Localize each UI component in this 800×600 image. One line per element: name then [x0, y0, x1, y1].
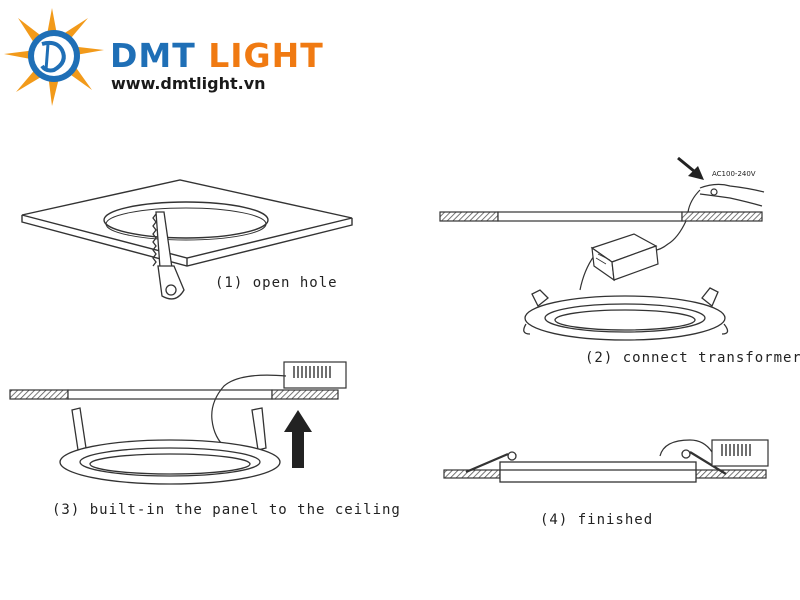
step2-panel-light — [523, 287, 729, 341]
step3-ceiling — [9, 389, 339, 400]
sun-logo-icon — [4, 8, 104, 106]
step1-saw-icon — [152, 211, 185, 300]
step3-panel-light — [59, 407, 281, 485]
step2-arrow-icon — [677, 156, 704, 180]
step2-caption: (2) connect transformer — [585, 350, 800, 366]
step3-caption: (3) built-in the panel to the ceiling — [52, 502, 401, 518]
step2-ceiling — [439, 211, 763, 222]
step3-up-arrow-icon — [284, 410, 312, 468]
brand-name-part1: DMT — [110, 36, 196, 75]
brand-url: www.dmtlight.vn — [111, 74, 266, 93]
brand-name: DMT LIGHT — [110, 36, 324, 75]
step1-ceiling-board — [21, 179, 353, 267]
step2-transformer-box — [590, 233, 659, 282]
step3-transformer-box — [283, 361, 347, 389]
brand-logo: DMT LIGHT www.dmtlight.vn — [0, 0, 330, 110]
step2-voltage-label: AC100-240V — [712, 170, 756, 178]
step1-caption: (1) open hole — [215, 275, 338, 291]
step3-wire — [211, 374, 287, 449]
step4-wire — [659, 439, 713, 457]
step4-caption: (4) finished — [540, 512, 654, 528]
step4-panel-light — [465, 449, 727, 483]
step4-transformer-box — [711, 439, 769, 467]
brand-name-part2: LIGHT — [208, 36, 324, 75]
